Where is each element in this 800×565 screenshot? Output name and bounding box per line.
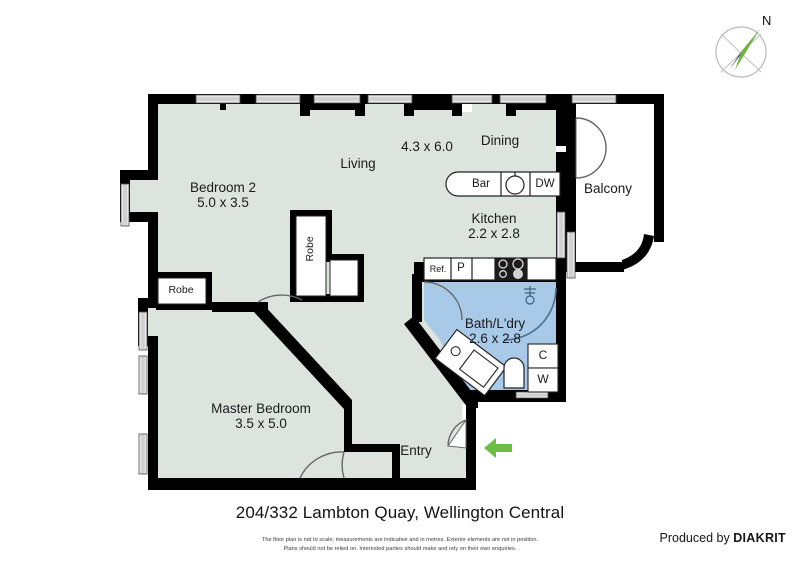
produced-by: Produced by DIAKRIT <box>660 531 786 545</box>
bathroom-fixtures <box>434 286 559 397</box>
compass-north-label: N <box>762 13 772 28</box>
disclaimer: The floor plan is not to scale; measurem… <box>0 536 800 553</box>
robe-joinery <box>157 215 359 305</box>
disclaimer-line-2: Plans should not be relied on. Intereste… <box>283 545 517 552</box>
entry-arrow <box>484 438 512 458</box>
compass-rose <box>715 26 767 78</box>
doors <box>257 117 607 479</box>
page-title: 204/332 Lambton Quay, Wellington Central <box>235 503 565 522</box>
sink-icon <box>505 175 525 195</box>
produced-by-brand: DIAKRIT <box>733 531 786 545</box>
compass-needle-green <box>735 29 760 70</box>
disclaimer-line-1: The floor plan is not to scale; measurem… <box>261 537 539 543</box>
produced-by-prefix: Produced by <box>659 531 730 545</box>
kitchen-joinery <box>423 171 561 281</box>
balcony-fill <box>572 100 660 268</box>
windows <box>120 94 617 475</box>
